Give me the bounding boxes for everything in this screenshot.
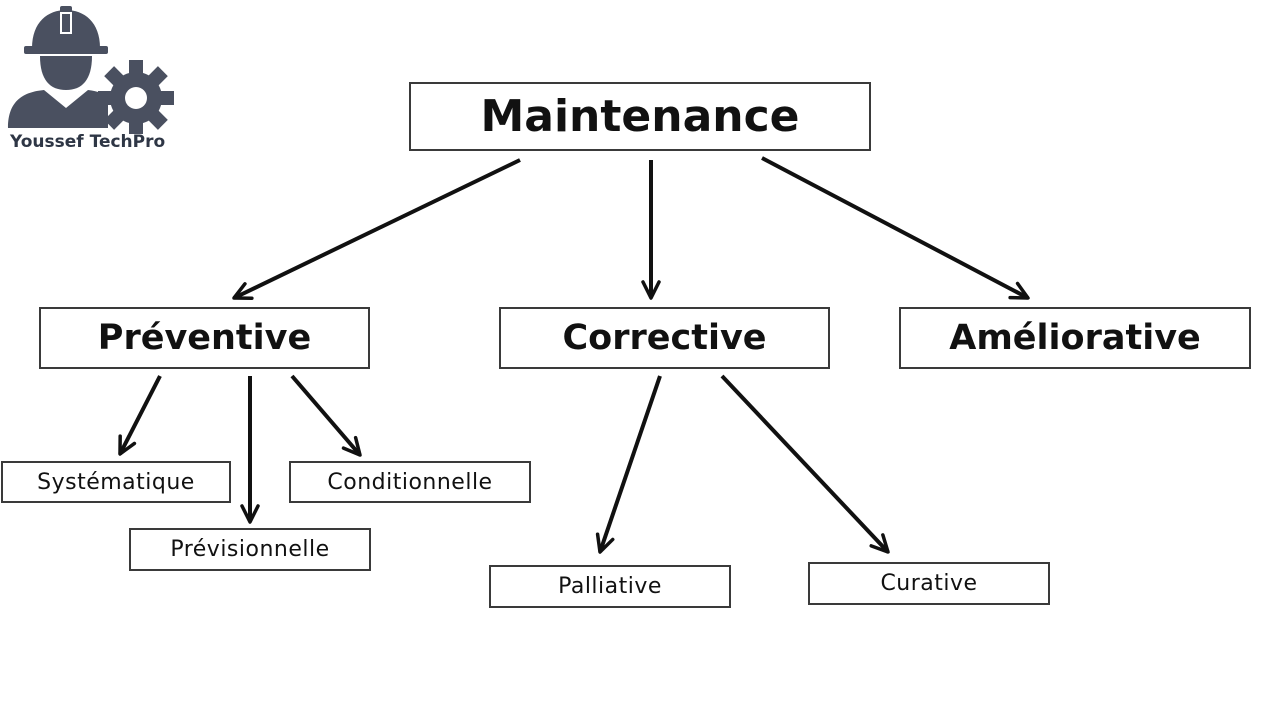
engineer-gear-icon <box>8 6 174 134</box>
arrow-preventive-conditionnelle <box>290 374 362 457</box>
node-corrective: Corrective <box>499 307 830 369</box>
logo: Youssef TechPro <box>4 4 204 154</box>
node-curative: Curative <box>808 562 1050 605</box>
node-previsionnelle: Prévisionnelle <box>129 528 371 571</box>
node-systematique: Systématique <box>1 461 231 503</box>
node-ameliorative: Améliorative <box>899 307 1251 369</box>
arrow-preventive-systematique <box>118 375 162 456</box>
arrow-corrective-palliative <box>595 375 662 554</box>
node-maintenance: Maintenance <box>409 82 871 151</box>
arrow-maintenance-preventive <box>232 158 521 301</box>
node-conditionnelle: Conditionnelle <box>289 461 531 503</box>
node-preventive: Préventive <box>39 307 370 369</box>
logo-label: Youssef TechPro <box>10 132 166 152</box>
arrow-maintenance-ameliorative <box>761 156 1030 300</box>
arrow-corrective-curative <box>720 374 890 554</box>
node-palliative: Palliative <box>489 565 731 608</box>
